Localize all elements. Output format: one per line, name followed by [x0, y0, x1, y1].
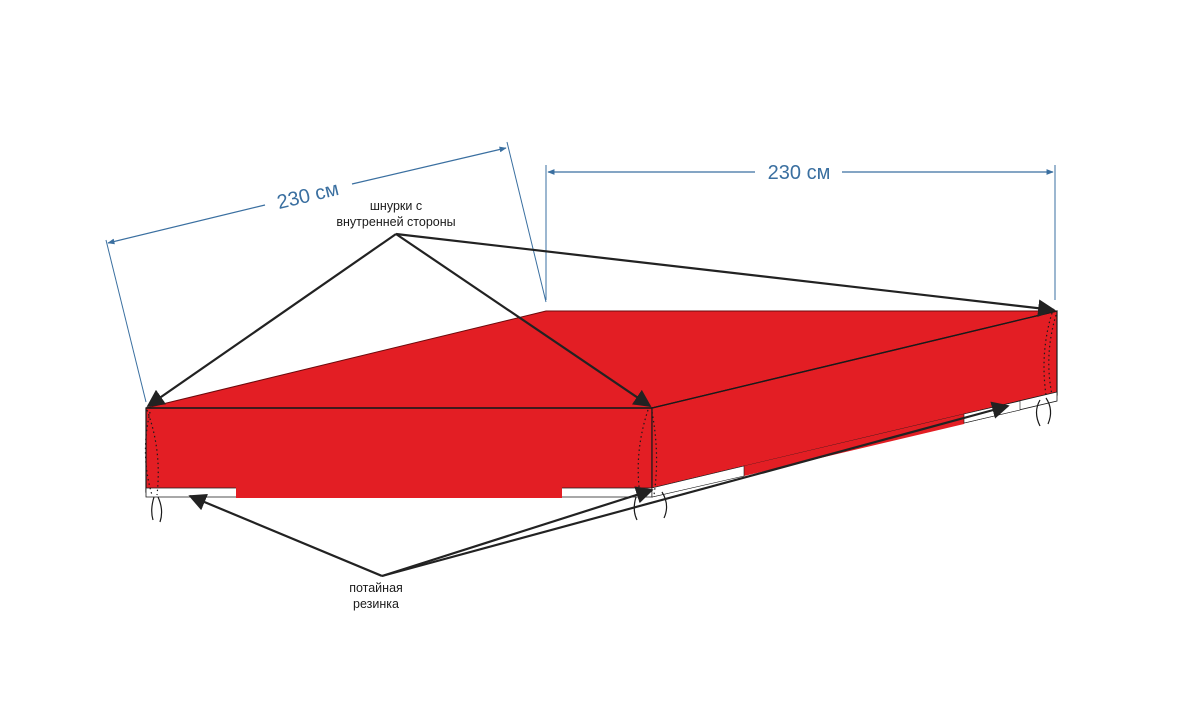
elastic-arrow-middle [381, 486, 654, 578]
laces-arrow-right [395, 232, 1056, 317]
side-band-cover [744, 414, 964, 476]
elastic-band [145, 391, 1058, 498]
lace-end-mid-2 [661, 491, 668, 519]
lace-end-right-1 [1035, 399, 1041, 427]
cover-side-edge [651, 310, 1058, 409]
dimension-width: 230 см [545, 162, 1056, 300]
dim-depth-label: 230 см [275, 178, 341, 214]
lace-left-corner [146, 409, 159, 496]
lace-right-corner-2 [1048, 314, 1057, 396]
dim-depth-line-a [107, 204, 266, 245]
lace-end-right-2 [1045, 397, 1052, 425]
dim-depth-line-b [351, 146, 507, 185]
laces-arrow-left [146, 233, 397, 408]
elastic-arrow-left [188, 493, 383, 578]
callout-laces: шнурки с внутренней стороны [146, 199, 1056, 408]
callout-elastic: потайная резинка [188, 401, 1010, 611]
callout-elastic-line1: потайная [349, 581, 403, 595]
lace-ends [151, 397, 1052, 523]
elastic-arrow-right [381, 401, 1010, 578]
callout-elastic-line2: резинка [353, 597, 399, 611]
callout-laces-line1: шнурки с [370, 199, 422, 213]
laces-arrow-middle [395, 233, 652, 407]
lace-right-corner [1043, 312, 1053, 396]
lace-end-left-2 [157, 496, 163, 523]
callout-laces-line2: внутренней стороны [336, 215, 455, 229]
dim-depth-ext-left [105, 239, 147, 403]
dim-width-label: 230 см [768, 162, 831, 184]
interior-laces [144, 312, 1057, 496]
cover-front-face [145, 407, 653, 493]
dim-depth-ext-right [506, 141, 547, 303]
mat-cover [145, 310, 1058, 493]
lace-end-left-1 [151, 496, 155, 521]
lace-middle-corner [637, 409, 649, 496]
front-band-cover [236, 487, 562, 498]
